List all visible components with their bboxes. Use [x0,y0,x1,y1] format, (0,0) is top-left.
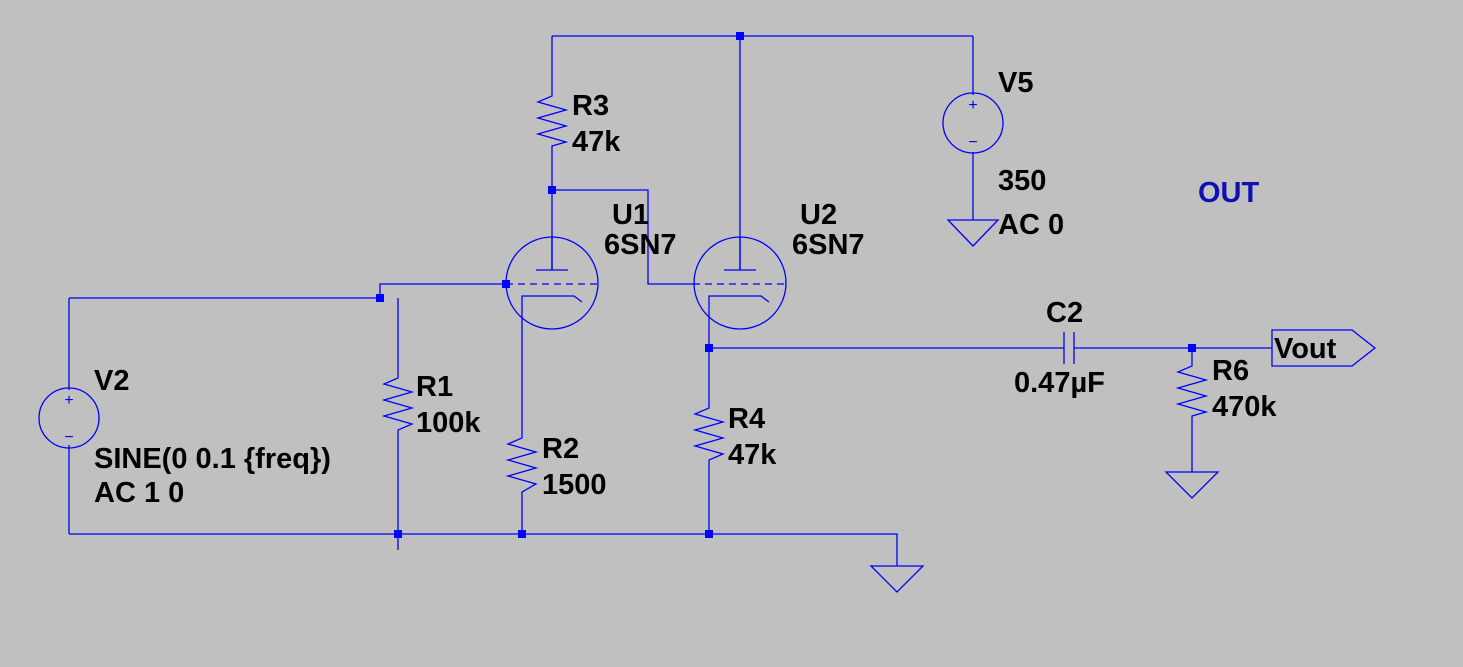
minus-sign: − [968,134,977,151]
r2-value: 1500 [542,469,607,501]
ground-symbol-r6 [1164,471,1220,499]
r6-value: 470k [1212,391,1277,423]
vout-label: Vout [1274,333,1337,365]
v5-name: V5 [998,67,1033,99]
vout-port [1271,329,1377,367]
r1-value: 100k [416,407,481,439]
u1-model: 6SN7 [604,229,677,261]
r3-name: R3 [572,90,609,122]
u2-model: 6SN7 [792,229,865,261]
c2-name: C2 [1046,297,1083,329]
r4-value: 47k [728,439,777,471]
resistor-r6 [1175,358,1209,422]
triode-u2 [693,236,787,330]
ground-symbol-main [869,565,925,593]
minus-sign: − [64,429,73,446]
junctions [376,32,1196,538]
voltage-source-v5: + − [942,92,1004,154]
resistor-r3 [535,88,569,152]
resistor-r4 [692,400,726,466]
resistor-r2 [505,430,539,500]
u2-name: U2 [800,199,837,231]
voltage-source-v2: + − [38,387,100,449]
plus-sign: + [64,392,73,409]
v2-value: SINE(0 0.1 {freq}) [94,443,331,475]
c2-value: 0.47µF [1014,367,1105,399]
plus-sign: + [968,97,977,114]
r4-name: R4 [728,403,765,435]
resistor-r1 [381,370,415,436]
v5-value: 350 [998,165,1046,197]
triode-u1 [505,236,599,330]
v2-ac: AC 1 0 [94,477,184,509]
r1-name: R1 [416,371,453,403]
ground-symbol-v5 [946,219,1000,247]
v2-name: V2 [94,365,129,397]
r2-name: R2 [542,433,579,465]
r6-name: R6 [1212,355,1249,387]
r3-value: 47k [572,126,621,158]
u1-name: U1 [612,199,649,231]
capacitor-c2 [1063,332,1075,364]
out-net-label: OUT [1198,177,1260,209]
v5-ac: AC 0 [998,209,1064,241]
wires [68,35,1272,566]
